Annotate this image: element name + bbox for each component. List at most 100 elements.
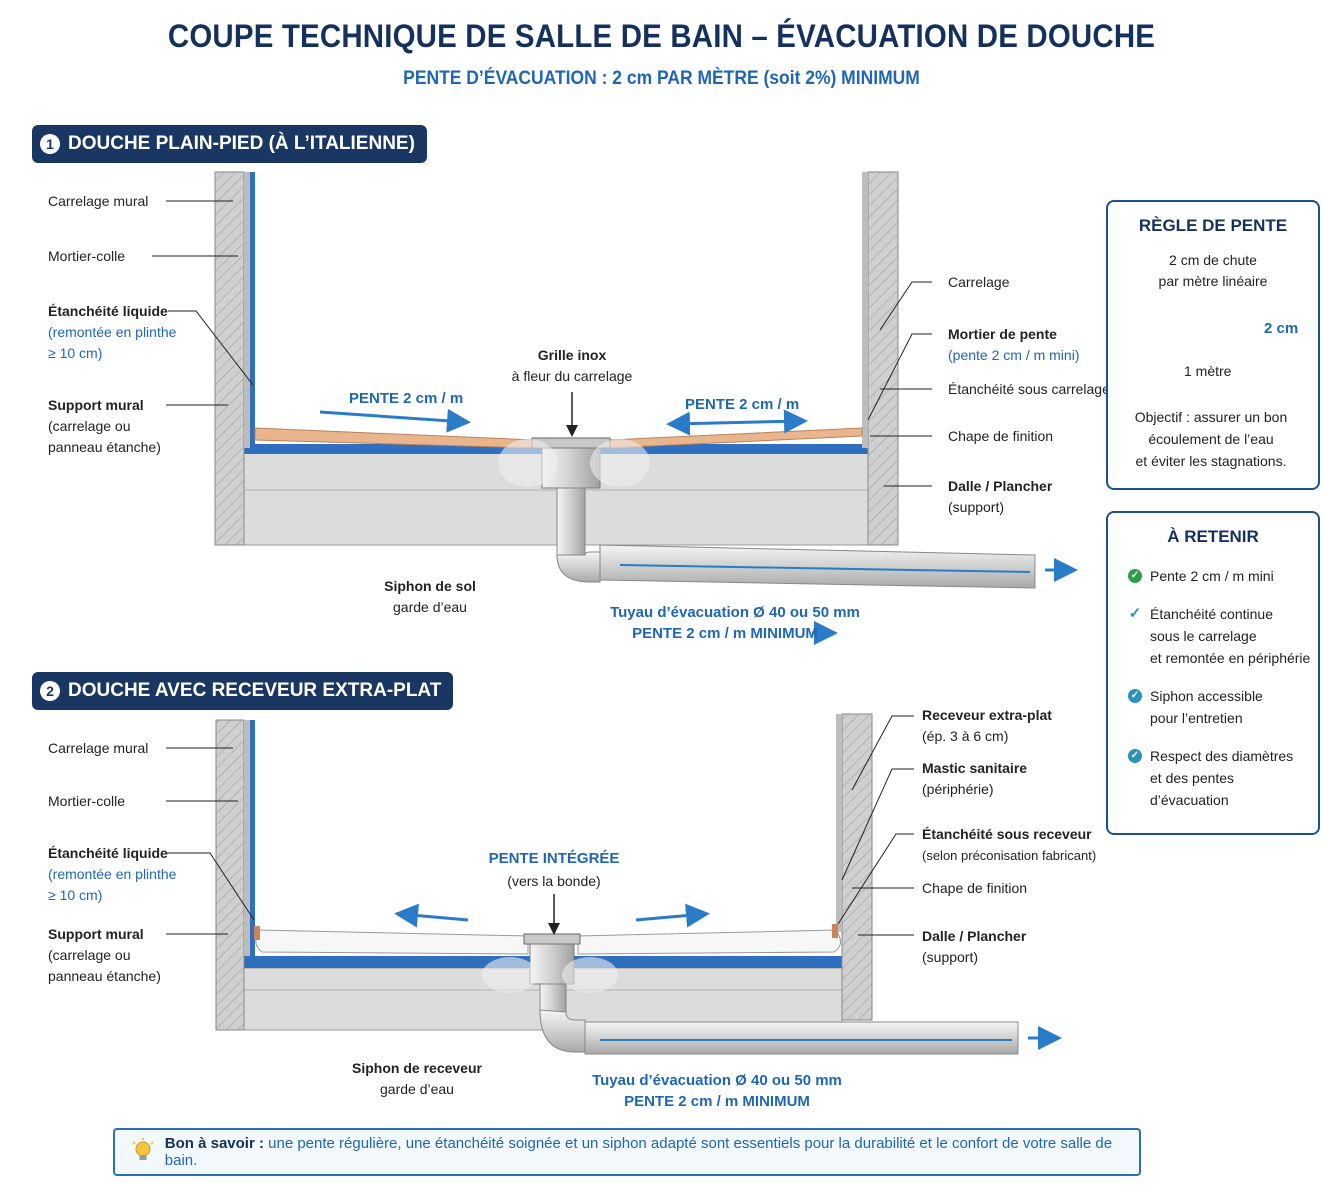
section-2-drawing	[166, 713, 1062, 1055]
slope-rule-title: RÈGLE DE PENTE	[1138, 216, 1288, 235]
s2-label-siphon: Siphon de receveur garde d’eau	[342, 1058, 492, 1100]
s2-label-mastic: Mastic sanitaire (périphérie)	[922, 758, 1027, 800]
s2-label-etancheite: Étanchéité liquide (remontée en plinthe …	[48, 843, 176, 906]
slope-rule-line1: 2 cm de chute	[1169, 252, 1257, 268]
s1-grille-line2: à fleur du carrelage	[511, 368, 633, 384]
s2-dalle-title: Dalle / Plancher	[922, 928, 1027, 944]
slope-rule-box: RÈGLE DE PENTE 2 cm de chute par mètre l…	[1106, 200, 1320, 490]
key-point-2: ✓ Étanchéité continue sous le carrelage …	[1128, 603, 1318, 669]
key-point-2-line2: sous le carrelage	[1150, 628, 1257, 644]
check-circle-icon: ✓	[1128, 689, 1142, 703]
s1-dalle-note: (support)	[948, 499, 1005, 515]
slope-rule-line2: par mètre linéaire	[1158, 273, 1268, 289]
tip-text: une pente régulière, une étanchéité soig…	[164, 1135, 1113, 1169]
section-2-title: DOUCHE AVEC RECEVEUR EXTRA-PLAT	[68, 680, 442, 701]
s2-label-pente: PENTE INTÉGRÉE (vers la bonde)	[474, 848, 634, 893]
key-point-4-line1: Respect des diamètres	[1150, 748, 1294, 764]
s2-siphon-line1: Siphon de receveur	[352, 1060, 482, 1076]
check-circle-icon: ✓	[1128, 749, 1142, 763]
s1-label-etancheite-sous: Étanchéité sous carrelage	[948, 381, 1110, 397]
s1-tuyau-line2: PENTE 2 cm / m MINIMUM	[632, 625, 818, 642]
s1-etancheite-note2: ≥ 10 cm)	[48, 345, 103, 361]
s1-label-dalle: Dalle / Plancher (support)	[948, 476, 1052, 518]
s2-pente-line2: (vers la bonde)	[507, 873, 601, 889]
key-points-box: À RETENIR ✓ Pente 2 cm / m mini ✓ Étanch…	[1106, 511, 1320, 835]
s1-grille-line1: Grille inox	[537, 347, 607, 363]
s1-label-carrelage: Carrelage	[948, 274, 1010, 290]
page-title: COUPE TECHNIQUE DE SALLE DE BAIN – ÉVACU…	[167, 18, 1156, 54]
key-point-1: ✓ Pente 2 cm / m mini	[1128, 565, 1318, 587]
slope-rule-obj1: Objectif : assurer un bon	[1134, 409, 1288, 425]
s1-support-note2: panneau étanche)	[48, 439, 161, 455]
key-point-4-line2: et des pentes	[1150, 770, 1235, 786]
slope-rule-length: 1 mètre	[1184, 363, 1232, 379]
key-point-3: ✓ Siphon accessible pour l’entretien	[1128, 685, 1318, 729]
s2-siphon-line2: garde d’eau	[380, 1081, 454, 1097]
s2-tuyau-line2: PENTE 2 cm / m MINIMUM	[624, 1093, 810, 1110]
key-point-4: ✓ Respect des diamètres et des pentes d’…	[1128, 745, 1318, 811]
s1-label-chape: Chape de finition	[948, 428, 1054, 444]
s1-label-mortier-pente: Mortier de pente (pente 2 cm / m mini)	[948, 324, 1079, 366]
s2-label-dalle: Dalle / Plancher (support)	[922, 926, 1026, 968]
s2-receveur-note: (ép. 3 à 6 cm)	[922, 728, 1009, 744]
section-1-drawing	[152, 171, 1078, 645]
slope-rule-obj2: écoulement de l’eau	[1148, 431, 1274, 447]
s2-label-support: Support mural (carrelage ou panneau étan…	[48, 924, 161, 987]
section-2-header: 2 DOUCHE AVEC RECEVEUR EXTRA-PLAT	[32, 672, 454, 710]
s1-label-mortier-colle: Mortier-colle	[48, 248, 126, 264]
s1-etancheite-title: Étanchéité liquide	[48, 303, 168, 319]
s2-mastic-note: (périphérie)	[922, 781, 994, 797]
s1-siphon-line1: Siphon de sol	[384, 578, 476, 594]
s2-label-mortier-colle: Mortier-colle	[48, 793, 126, 809]
key-point-3-line1: Siphon accessible	[1150, 688, 1263, 704]
s1-label-etancheite: Étanchéité liquide (remontée en plinthe …	[48, 301, 176, 364]
page-subtitle: PENTE D’ÉVACUATION : 2 cm PAR MÈTRE (soi…	[403, 68, 920, 89]
section-2-number: 2	[40, 681, 60, 701]
slope-rule-objective: Objectif : assurer un bon écoulement de …	[1108, 406, 1314, 472]
s2-support-title: Support mural	[48, 926, 144, 942]
s1-label-siphon: Siphon de sol garde d’eau	[370, 576, 490, 618]
s1-support-note1: (carrelage ou	[48, 418, 131, 434]
s2-label-tuyau: Tuyau d’évacuation Ø 40 ou 50 mm PENTE 2…	[582, 1070, 852, 1112]
s1-tuyau-line1: Tuyau d’évacuation Ø 40 ou 50 mm	[610, 604, 860, 621]
tip-bar: Bon à savoir : une pente régulière, une …	[113, 1128, 1141, 1176]
lightbulb-icon	[132, 1138, 154, 1160]
s2-label-chape: Chape de finition	[922, 880, 1028, 896]
s2-pente-line1: PENTE INTÉGRÉE	[488, 850, 620, 867]
s1-pente-left: PENTE 2 cm / m	[349, 390, 464, 407]
key-point-4-line3: d’évacuation	[1150, 792, 1229, 808]
s1-support-title: Support mural	[48, 397, 144, 413]
key-point-3-line2: pour l’entretien	[1150, 710, 1243, 726]
s1-label-tuyau: Tuyau d’évacuation Ø 40 ou 50 mm PENTE 2…	[600, 602, 870, 644]
section-1-title: DOUCHE PLAIN-PIED (À L’ITALIENNE)	[68, 133, 415, 154]
s2-etancheite-note2: ≥ 10 cm)	[48, 887, 103, 903]
s2-mastic-title: Mastic sanitaire	[922, 760, 1028, 776]
s2-label-receveur: Receveur extra-plat (ép. 3 à 6 cm)	[922, 705, 1052, 747]
key-point-2-line3: et remontée en périphérie	[1150, 650, 1311, 666]
s2-etancheite-title: Étanchéité liquide	[48, 845, 168, 861]
s1-etancheite-note1: (remontée en plinthe	[48, 324, 177, 340]
s2-etancheite-sous-note: (selon préconisation fabricant)	[922, 848, 1097, 863]
s1-label-grille: Grille inox à fleur du carrelage	[492, 345, 652, 387]
s2-etancheite-note1: (remontée en plinthe	[48, 866, 177, 882]
key-point-2-line1: Étanchéité continue	[1150, 606, 1273, 622]
s1-label-support: Support mural (carrelage ou panneau étan…	[48, 395, 161, 458]
slope-rule-obj3: et éviter les stagnations.	[1135, 453, 1287, 469]
s2-support-note1: (carrelage ou	[48, 947, 131, 963]
slope-rule-desc: 2 cm de chute par mètre linéaire	[1108, 250, 1318, 292]
key-points-title: À RETENIR	[1167, 527, 1259, 546]
s2-dalle-note: (support)	[922, 949, 979, 965]
section-1-header: 1 DOUCHE PLAIN-PIED (À L’ITALIENNE)	[32, 125, 427, 163]
s1-siphon-line2: garde d’eau	[393, 599, 467, 615]
s2-tuyau-line1: Tuyau d’évacuation Ø 40 ou 50 mm	[592, 1072, 842, 1089]
check-mark-icon: ✓	[1128, 605, 1142, 622]
s2-support-note2: panneau étanche)	[48, 968, 161, 984]
s1-mortier-pente-note: (pente 2 cm / m mini)	[948, 347, 1080, 363]
section-1-number: 1	[40, 134, 60, 154]
slope-rule-drop: 2 cm	[1264, 320, 1299, 337]
s1-dalle-title: Dalle / Plancher	[948, 478, 1053, 494]
check-circle-icon: ✓	[1128, 569, 1142, 583]
s2-receveur-title: Receveur extra-plat	[922, 707, 1052, 723]
s1-mortier-pente-title: Mortier de pente	[948, 326, 1057, 342]
